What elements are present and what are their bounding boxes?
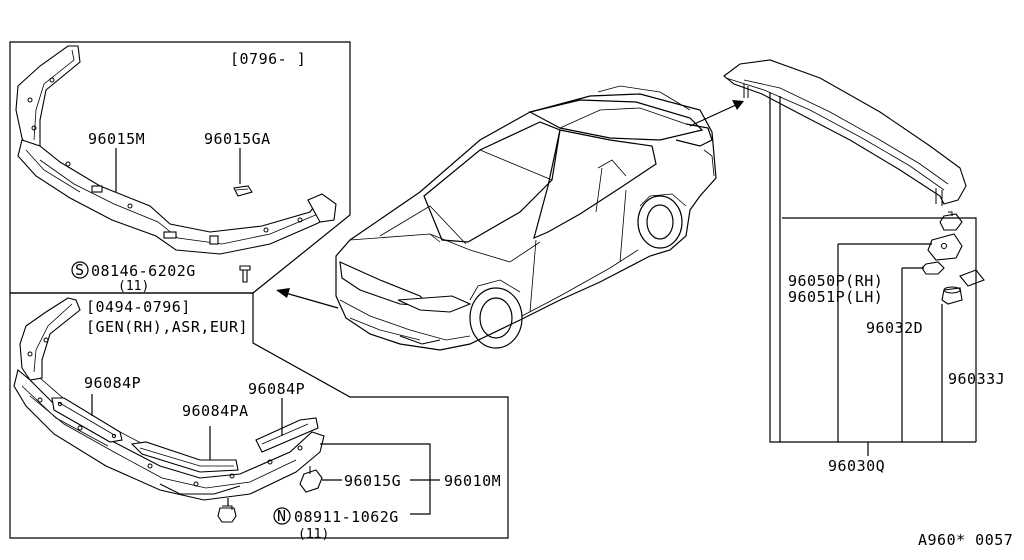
nut-prefix-symbol: N	[277, 507, 287, 525]
bottom-date-range: [0494-0796]	[86, 298, 191, 316]
clip-96015GA	[233, 185, 253, 197]
label-96084P-right: 96084P	[248, 380, 305, 398]
screw-symbol-circle	[71, 261, 89, 279]
label-96051P: 96051P(LH)	[788, 288, 883, 306]
bracket-96084P-right	[255, 417, 319, 453]
bracket-96084PA	[130, 441, 239, 473]
qty-08911-1062G: (11)	[298, 527, 329, 542]
fastener-96050P-cap	[939, 211, 963, 231]
screw-prefix-symbol: S	[75, 261, 85, 279]
bottom-box-frame	[9, 292, 509, 539]
label-96015GA: 96015GA	[204, 130, 271, 148]
qty-08146-6202G: (11)	[118, 279, 149, 294]
label-08911-1062G: 08911-1062G	[294, 508, 399, 526]
label-08146-6202G: 08146-6202G	[91, 262, 196, 280]
label-96010M: 96010M	[444, 472, 501, 490]
label-96030Q: 96030Q	[828, 457, 885, 475]
clip-96015G	[299, 466, 323, 493]
arrow-to-bumper	[276, 288, 339, 309]
pad-96033J	[959, 269, 985, 287]
top-date-range: [0796- ]	[230, 50, 306, 68]
car-illustration	[335, 85, 717, 351]
label-96084P-left: 96084P	[84, 374, 141, 392]
nut-08911-1062G	[217, 505, 237, 523]
rear-spoiler	[723, 59, 967, 206]
label-96032D: 96032D	[866, 319, 923, 337]
bracket-96084P-left	[51, 397, 123, 443]
label-96033J: 96033J	[948, 370, 1005, 388]
bracket-96050P	[927, 233, 963, 261]
screw-08146-6202G	[239, 265, 251, 283]
label-96084PA: 96084PA	[182, 402, 249, 420]
nut-symbol-circle	[273, 507, 291, 525]
diagram-code: A960* 0057	[918, 531, 1013, 549]
arrow-to-spoiler	[689, 100, 744, 127]
nut-96032D	[921, 261, 945, 275]
label-96050P: 96050P(RH)	[788, 272, 883, 290]
front-bumper-reinforcement-top	[15, 45, 337, 255]
label-96015G: 96015G	[344, 472, 401, 490]
top-box-frame	[9, 41, 351, 294]
label-96015M: 96015M	[88, 130, 145, 148]
bottom-condition: [GEN(RH),ASR,EUR]	[86, 318, 248, 336]
grommet-96033J	[941, 286, 963, 305]
